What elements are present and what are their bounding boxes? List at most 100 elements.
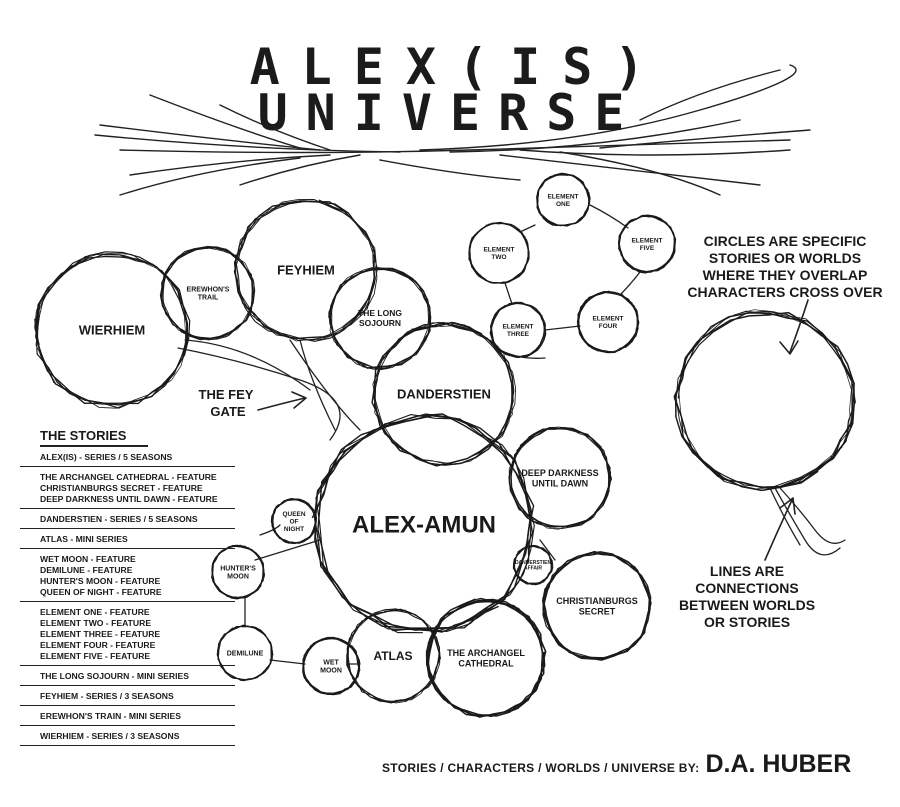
feyhiem-circle-stroke bbox=[235, 199, 378, 341]
lines-note-line: CONNECTIONS bbox=[695, 580, 799, 596]
queen-of-night-circle-stroke bbox=[270, 499, 317, 545]
story-item: ELEMENT ONE - FEATURE bbox=[40, 607, 150, 617]
world-label-alex-amun: ALEX-AMUN bbox=[352, 511, 496, 538]
element-four-circle-stroke bbox=[576, 290, 639, 353]
world-label-christianburgs-secret: CHRISTIANBURGS bbox=[556, 596, 638, 606]
connection-line bbox=[269, 659, 306, 665]
svg-text:GATE: GATE bbox=[210, 404, 245, 419]
story-item: ELEMENT FIVE - FEATURE bbox=[40, 651, 151, 661]
fey-gate-arrow-head bbox=[291, 391, 307, 409]
world-label-long-sojourn: THE LONG bbox=[358, 308, 402, 318]
world-label-deep-darkness: UNTIL DAWN bbox=[532, 478, 588, 488]
world-label-danderstien: DANDERSTIEN bbox=[397, 387, 491, 402]
legend-circle-circle-stroke bbox=[673, 310, 856, 488]
world-label-element-three: ELEMENT bbox=[502, 324, 533, 331]
world-label-queen-of-night: NIGHT bbox=[284, 526, 304, 533]
world-label-feyhiem: FEYHIEM bbox=[277, 263, 335, 278]
stories-heading: THE STORIES bbox=[40, 428, 148, 447]
credit-line: STORIES / CHARACTERS / WORLDS / UNIVERSE… bbox=[382, 750, 851, 779]
circles-note-line: WHERE THEY OVERLAP bbox=[702, 267, 868, 283]
world-label-archangel-cathedral: THE ARCHANGEL bbox=[447, 648, 525, 658]
fey-gate-arrow bbox=[257, 397, 306, 411]
connection-line bbox=[504, 282, 513, 305]
world-label-hunters-moon: MOON bbox=[227, 574, 249, 581]
world-label-danderstien-affair: DANDERSTIEN bbox=[515, 560, 552, 566]
circles-note-arrow bbox=[789, 299, 809, 353]
story-item: ELEMENT THREE - FEATURE bbox=[40, 629, 161, 639]
circles-note: CIRCLES ARE SPECIFIC STORIES OR WORLDS W… bbox=[680, 233, 890, 301]
lines-note-arrow-head bbox=[779, 497, 796, 515]
erewhons-trail-circle-stroke bbox=[162, 247, 254, 340]
connection-line bbox=[254, 539, 321, 561]
world-label-archangel-cathedral: CATHEDRAL bbox=[458, 658, 514, 668]
legend-circle-circle-stroke bbox=[673, 312, 855, 489]
story-item: ATLAS - MINI SERIES bbox=[40, 534, 128, 544]
element-one-circle-stroke bbox=[536, 172, 591, 227]
connection-line bbox=[779, 487, 846, 544]
branch-decoration bbox=[94, 64, 811, 196]
world-label-deep-darkness: DEEP DARKNESS bbox=[521, 468, 598, 478]
connection-line bbox=[289, 339, 361, 431]
world-label-queen-of-night: QUEEN bbox=[282, 511, 305, 518]
connection-line bbox=[769, 487, 801, 546]
world-label-element-four: FOUR bbox=[599, 323, 618, 330]
title-line-2: UNIVERSE bbox=[257, 84, 643, 142]
christianburgs-secret-circle-stroke bbox=[541, 552, 651, 659]
story-item: ELEMENT TWO - FEATURE bbox=[40, 618, 152, 628]
alex-amun-circle-stroke bbox=[317, 413, 532, 629]
wierhiem-circle-stroke bbox=[35, 253, 191, 405]
lines-note: LINES ARE CONNECTIONS BETWEEN WORLDS OR … bbox=[672, 563, 822, 631]
story-item: THE LONG SOJOURN - MINI SERIES bbox=[40, 671, 189, 681]
story-item: QUEEN OF NIGHT - FEATURE bbox=[40, 587, 162, 597]
danderstien-affair-circle-stroke bbox=[513, 545, 553, 586]
connection-lines bbox=[177, 204, 846, 665]
lines-note-line: OR STORIES bbox=[703, 614, 791, 630]
danderstien-circle-stroke bbox=[374, 323, 515, 465]
world-label-element-two: TWO bbox=[491, 254, 506, 261]
world-label-erewhons-trail: EREWHON'S bbox=[187, 286, 230, 293]
story-group: FEYHIEM - SERIES / 3 SEASONS bbox=[20, 688, 235, 706]
world-label-element-two: ELEMENT bbox=[483, 247, 514, 254]
world-label-element-four: ELEMENT bbox=[592, 316, 623, 323]
circles-note-arrow-head bbox=[779, 340, 799, 355]
element-five-circle-stroke bbox=[618, 215, 676, 273]
alex-amun-circle-stroke bbox=[314, 414, 534, 631]
pointer-arrows bbox=[257, 299, 809, 561]
story-group: THE LONG SOJOURN - MINI SERIES bbox=[20, 668, 235, 686]
wet-moon-circle-stroke bbox=[302, 636, 361, 695]
world-label-element-one: ELEMENT bbox=[547, 194, 578, 201]
world-label-wet-moon: MOON bbox=[320, 668, 342, 675]
stories-list: THE STORIES ALEX(IS) - SERIES / 5 SEASON… bbox=[20, 428, 235, 746]
danderstien-circle-stroke bbox=[372, 321, 517, 466]
archangel-cathedral-circle-stroke bbox=[425, 598, 545, 717]
world-label-element-three: THREE bbox=[507, 331, 530, 338]
circles-note-line: CHARACTERS CROSS OVER bbox=[687, 284, 883, 300]
story-group: ATLAS - MINI SERIES bbox=[20, 531, 235, 549]
world-label-long-sojourn: SOJOURN bbox=[359, 318, 401, 328]
story-group: DANDERSTIEN - SERIES / 5 SEASONS bbox=[20, 511, 235, 529]
world-label-danderstien-affair: AFFAIR bbox=[524, 566, 542, 572]
lines-note-arrow bbox=[764, 499, 793, 561]
connection-line bbox=[774, 487, 841, 556]
world-label-wierhiem: WIERHIEM bbox=[79, 323, 145, 338]
world-label-christianburgs-secret: SECRET bbox=[579, 606, 616, 616]
story-item: EREWHON'S TRAIN - MINI SERIES bbox=[40, 711, 181, 721]
world-label-element-five: FIVE bbox=[640, 245, 655, 252]
world-label-element-five: ELEMENT bbox=[631, 238, 662, 245]
connection-line bbox=[544, 325, 581, 331]
world-label-atlas: ATLAS bbox=[373, 649, 412, 663]
story-item: FEYHIEM - SERIES / 3 SEASONS bbox=[40, 691, 174, 701]
lines-note-line: LINES ARE bbox=[709, 563, 785, 579]
circles-note-line: STORIES OR WORLDS bbox=[708, 250, 862, 266]
world-label-hunters-moon: HUNTER'S bbox=[220, 565, 256, 572]
story-item: WET MOON - FEATURE bbox=[40, 554, 136, 564]
connection-line bbox=[299, 339, 336, 431]
world-label-erewhons-trail: TRAIL bbox=[198, 295, 219, 302]
element-two-circle-stroke bbox=[468, 223, 529, 284]
story-item: THE ARCHANGEL CATHEDRAL - FEATURE bbox=[40, 472, 217, 482]
lines-note-line: BETWEEN WORLDS bbox=[678, 597, 816, 613]
